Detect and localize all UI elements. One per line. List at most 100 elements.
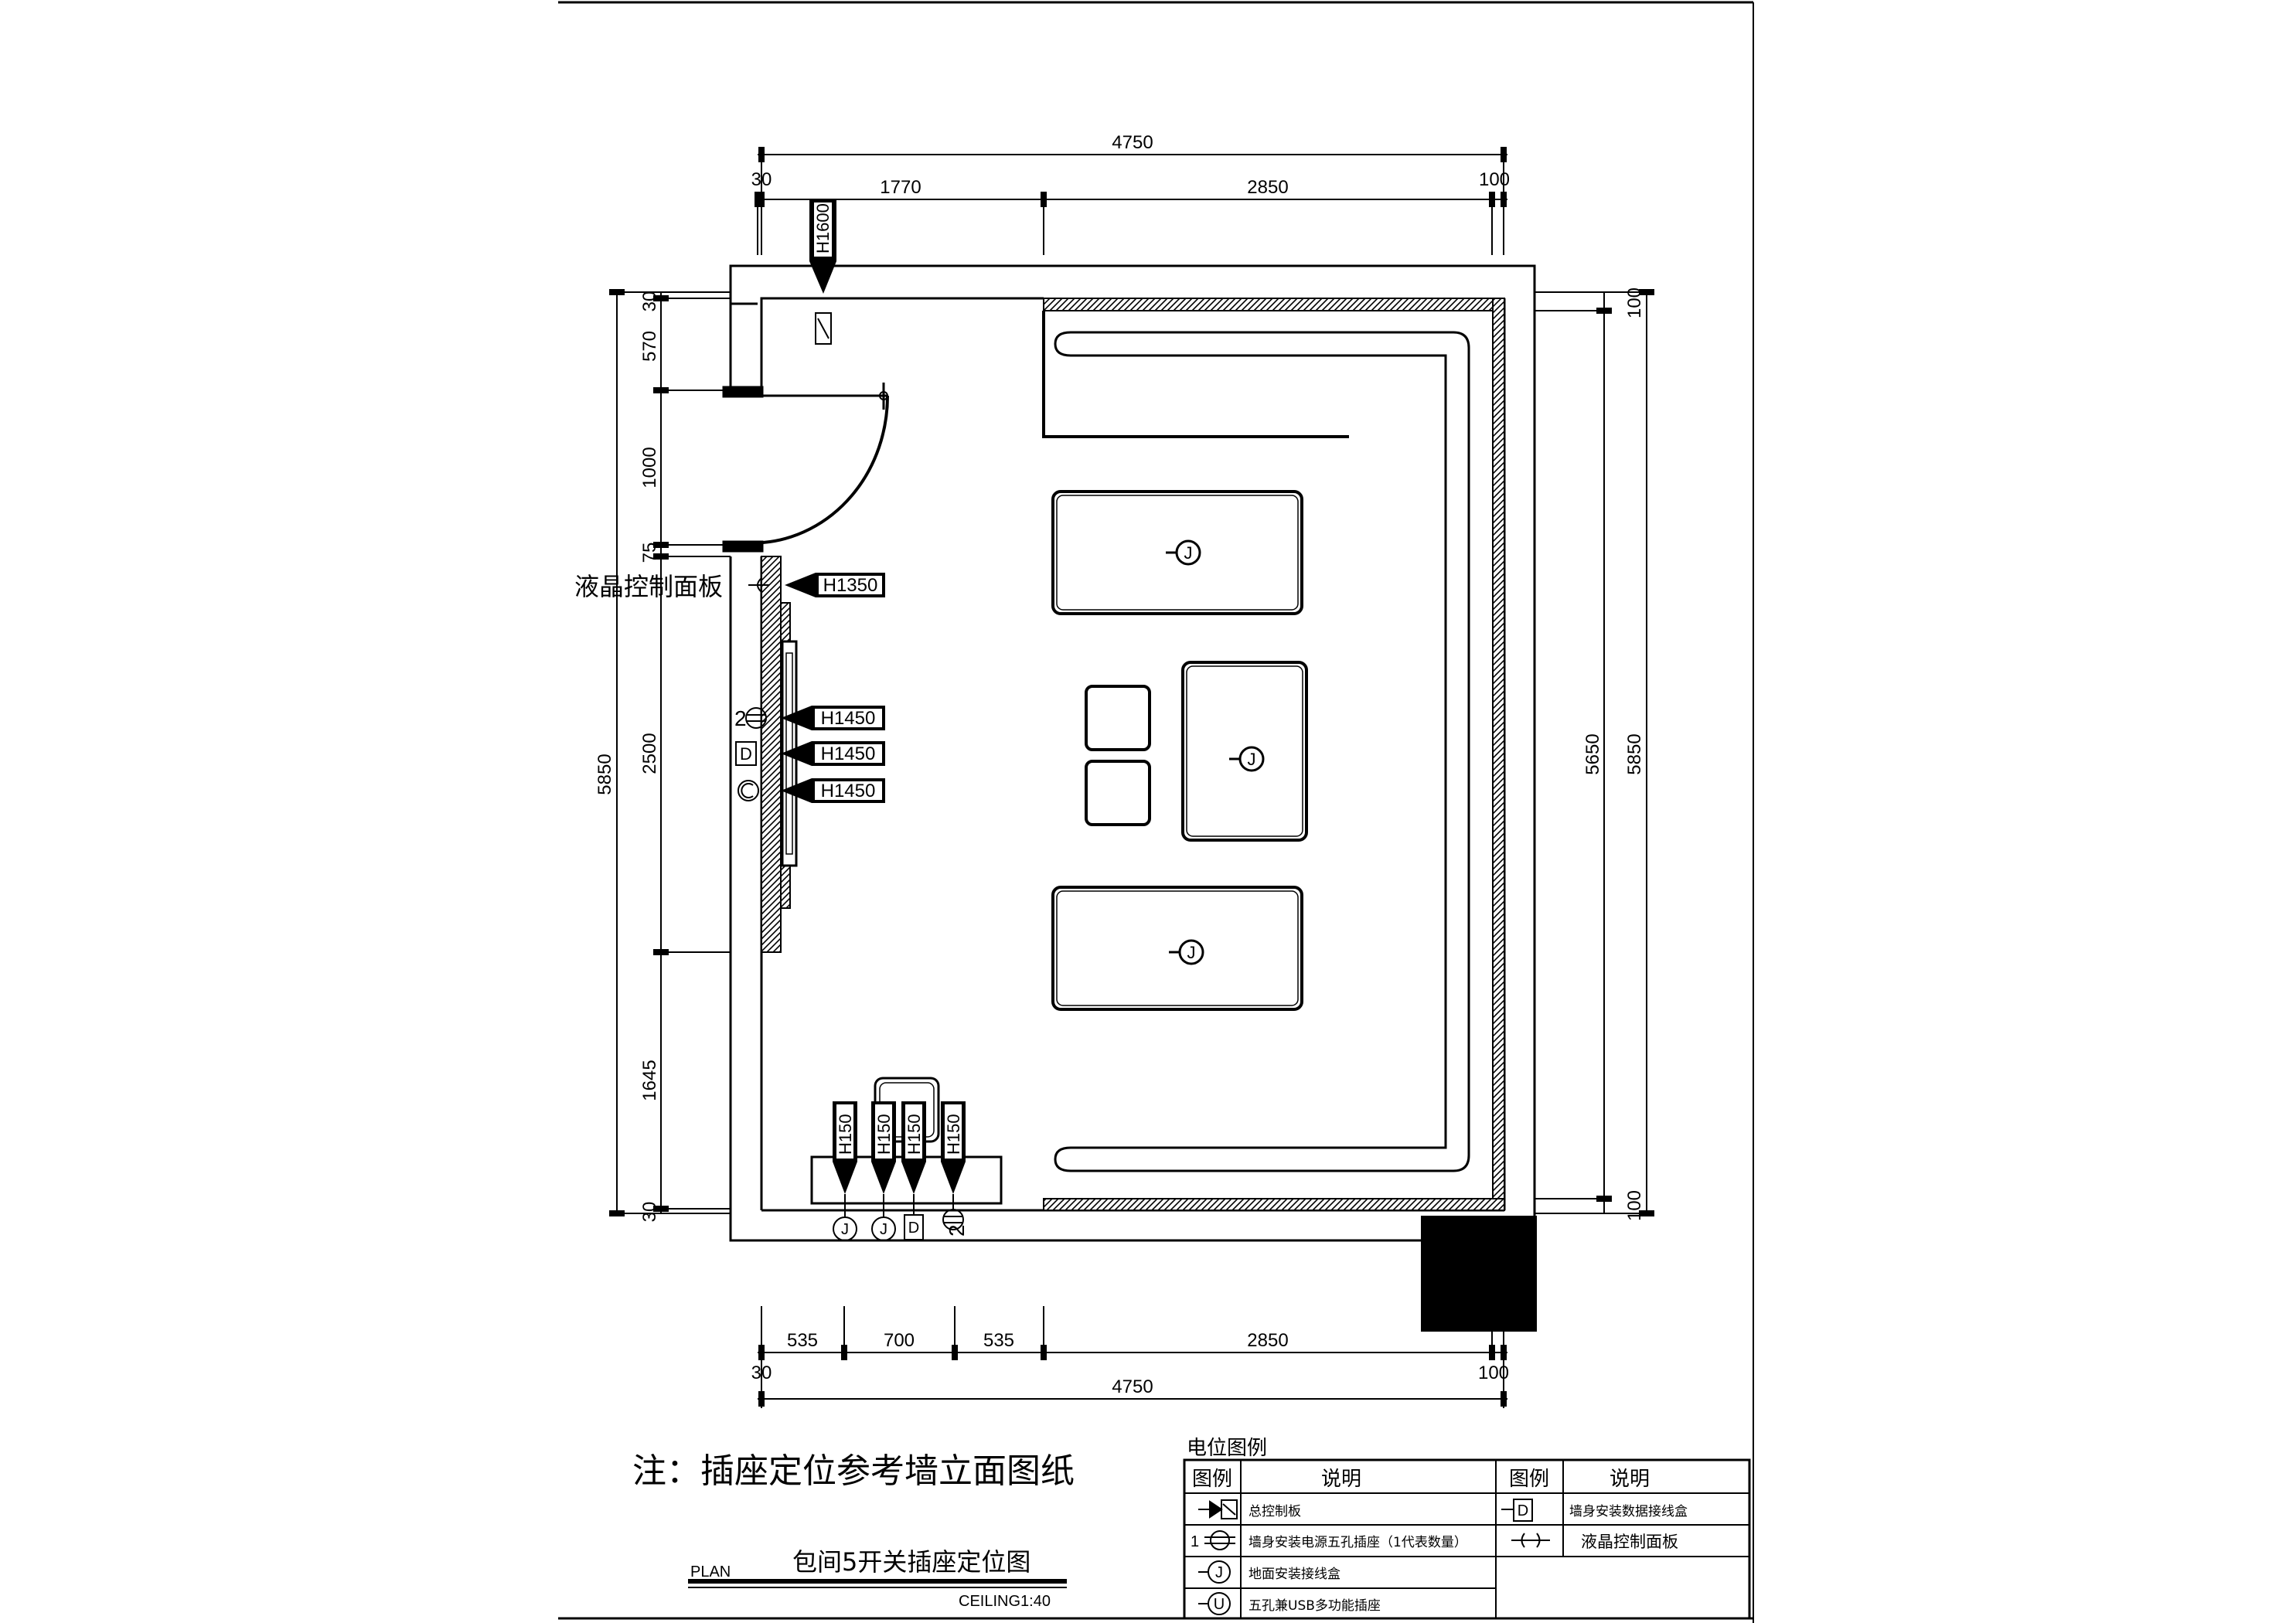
legend-col-desc: 说明 (1321, 1468, 1361, 1491)
height-tag-bottom-4: H150 (941, 1101, 966, 1194)
floor-box-icon (1229, 746, 1265, 772)
dim-left-total: 5850 (594, 754, 615, 794)
legend-desc-lcd-panel: 液晶控制面板 (1581, 1533, 1678, 1551)
height-tag-lcd: H1350 (785, 573, 885, 597)
dim-right-top-offset: 100 (1624, 288, 1645, 318)
floor-box-icon (1166, 539, 1201, 566)
data-box-label: D (740, 744, 752, 764)
table-middle (1181, 661, 1308, 842)
floor-box-icon (1169, 939, 1204, 965)
legend-heading: 电位图例 (1187, 1437, 1267, 1460)
title-block: PLAN 包间5开关插座定位图 CEILING1:40 (688, 1547, 1067, 1610)
dim-bottom-total: 4750 (1112, 1376, 1153, 1397)
control-panel-icon (815, 312, 832, 345)
legend-floor-box-letter: J (1215, 1564, 1223, 1581)
svg-text:H150: H150 (874, 1114, 894, 1155)
svg-text:H1350: H1350 (823, 575, 878, 596)
dimension-ticks (609, 147, 1654, 1407)
dim-bottom-seg-4: 2850 (1247, 1330, 1288, 1351)
dim-right-bottom-offset: 100 (1624, 1190, 1645, 1221)
dim-left-bottom-offset: 30 (639, 1202, 660, 1223)
wall-outlet-icon (745, 707, 767, 729)
dim-left-top-offset: 30 (639, 291, 660, 312)
dim-left-seg-3: 75 (639, 543, 660, 563)
stool-1 (1085, 685, 1151, 751)
dim-bottom-right-offset: 100 (1478, 1363, 1509, 1383)
svg-text:H1450: H1450 (821, 743, 876, 764)
dim-right-inner: 5650 (1582, 733, 1603, 774)
structural-column (1421, 1216, 1537, 1332)
floor-box-label: J (841, 1221, 849, 1238)
stool-2 (1085, 760, 1151, 826)
usb-outlet-icon (1198, 1592, 1231, 1615)
svg-text:H150: H150 (944, 1114, 963, 1155)
dim-top-right-span: 2850 (1247, 177, 1288, 198)
floor-box-icon (1198, 1560, 1231, 1584)
dim-left-seg-2: 1000 (639, 447, 660, 488)
scale-text: CEILING1:40 (959, 1593, 1051, 1610)
dim-bottom-seg-2: 700 (884, 1330, 915, 1351)
sheet-border (558, 1, 1754, 1623)
lcd-panel-icon (748, 577, 769, 593)
legend-table: 电位图例 图例 说明 图例 说明 (1183, 1437, 1751, 1620)
legend-desc-usb-outlet: 五孔兼USB多功能插座 (1248, 1598, 1381, 1614)
sofa-banquette (1042, 311, 1470, 1172)
data-box-icon (904, 1194, 924, 1240)
data-box-icon (1501, 1499, 1533, 1522)
dim-right-total: 5850 (1624, 733, 1645, 774)
wall-outlet-icon (942, 1194, 964, 1230)
table-top (1051, 490, 1303, 615)
wall-outlet-count: 2 (734, 706, 747, 730)
svg-text:H1600: H1600 (813, 203, 833, 253)
wall-outlet-icon (1204, 1530, 1235, 1550)
dim-left-seg-1: 570 (639, 331, 660, 362)
plan-label: PLAN (690, 1563, 731, 1580)
lcd-panel-icon (1511, 1533, 1550, 1548)
height-tag-outlet-2: H1450 (781, 741, 885, 766)
dim-top-left-span: 1770 (880, 177, 921, 198)
height-tag-bottom-3: H150 (901, 1101, 926, 1194)
height-tag-outlet-1: H1450 (781, 706, 885, 730)
legend-col-symbol: 图例 (1192, 1468, 1232, 1491)
control-panel-icon (1198, 1499, 1238, 1519)
svg-text:H1450: H1450 (821, 708, 876, 729)
tables (1051, 490, 1308, 1011)
legend-wall-outlet-prefix: 1 (1191, 1533, 1199, 1550)
legend-desc-control-panel: 总控制板 (1248, 1504, 1301, 1519)
note-text: 注：插座定位参考墙立面图纸 (632, 1451, 1075, 1491)
height-tag-top-switch: H1600 (809, 199, 836, 294)
floor-box-label: J (1187, 943, 1196, 962)
legend-col-desc: 说明 (1610, 1468, 1650, 1491)
dim-top-right-offset: 100 (1479, 169, 1510, 190)
dim-bottom-seg-3: 535 (983, 1330, 1014, 1351)
data-box-label: D (908, 1220, 919, 1237)
floor-box-icon (871, 1194, 896, 1241)
multi-outlet-icon (738, 780, 759, 801)
svg-text:H150: H150 (904, 1114, 924, 1155)
dim-left-seg-4: 2500 (639, 733, 660, 774)
legend-data-letter: D (1518, 1502, 1528, 1519)
floor-box-label: J (1184, 543, 1193, 563)
svg-text:H1450: H1450 (821, 781, 876, 801)
door (722, 383, 890, 553)
bottom-outlet-count: 2 (945, 1224, 969, 1237)
dim-left-seg-5: 1645 (639, 1060, 660, 1101)
floor-box-label: J (1248, 750, 1256, 769)
legend-desc-wall-outlet: 墙身安装电源五孔插座（1代表数量） (1248, 1535, 1467, 1550)
floor-box-icon (833, 1194, 857, 1241)
legend-col-symbol: 图例 (1509, 1468, 1549, 1491)
svg-text:H150: H150 (836, 1114, 855, 1155)
floor-box-label: J (880, 1221, 887, 1238)
dim-top-total: 4750 (1112, 132, 1153, 153)
data-box-icon (735, 741, 757, 766)
height-tag-outlet-3: H1450 (781, 778, 885, 803)
dim-top-left-offset: 30 (751, 169, 772, 190)
drawing-title: 包间5开关插座定位图 (792, 1547, 1030, 1577)
height-tag-bottom-1: H150 (833, 1101, 857, 1194)
legend-desc-data-box: 墙身安装数据接线盒 (1569, 1504, 1688, 1519)
dim-bottom-seg-1: 535 (787, 1330, 818, 1351)
legend-desc-floor-box: 地面安装接线盒 (1248, 1567, 1340, 1582)
lcd-panel-annotation: 液晶控制面板 (574, 572, 723, 601)
legend-usb-letter: U (1214, 1596, 1225, 1613)
